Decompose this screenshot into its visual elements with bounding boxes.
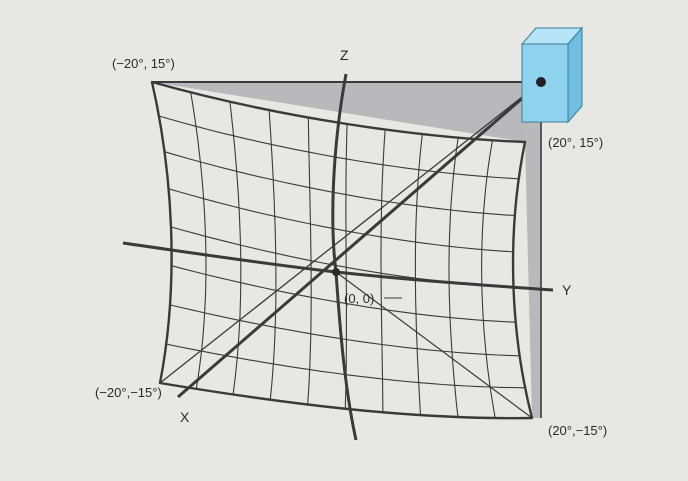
projection-ray-bottom-left	[159, 81, 542, 384]
x-axis	[177, 80, 542, 399]
right-shade-plane	[525, 82, 541, 418]
camera-side-face	[567, 26, 583, 124]
grid-vertical-line	[481, 140, 496, 419]
projection-ray-bottom-right	[335, 271, 533, 419]
grid-horizontal-line	[164, 151, 515, 217]
grid-horizontal-line	[158, 115, 519, 180]
x-axis-label: X	[180, 409, 190, 425]
z-axis	[331, 73, 358, 441]
origin-label: (0, 0)	[344, 291, 375, 306]
corner-label-bottom-left: (−20°,−15°)	[95, 385, 162, 400]
camera-box-icon	[520, 26, 584, 124]
grid-horizontal-line	[171, 265, 516, 323]
top-shade-plane	[152, 82, 541, 142]
grid-vertical-line	[448, 137, 459, 418]
corner-label-top-left: (−20°, 15°)	[112, 56, 175, 71]
grid-vertical-line	[268, 110, 277, 400]
grid-vertical-line	[380, 129, 386, 413]
grid-horizontal-line	[169, 304, 520, 357]
z-axis-label: Z	[340, 47, 349, 63]
projection-center-point	[536, 77, 546, 87]
grid-vertical-line	[190, 92, 207, 389]
origin-point	[332, 268, 340, 276]
corner-label-bottom-right: (20°,−15°)	[548, 423, 608, 438]
corner-label-top-right: (20°, 15°)	[548, 135, 604, 150]
y-axis-label: Y	[562, 282, 572, 298]
grid-horizontal-line	[168, 188, 514, 253]
